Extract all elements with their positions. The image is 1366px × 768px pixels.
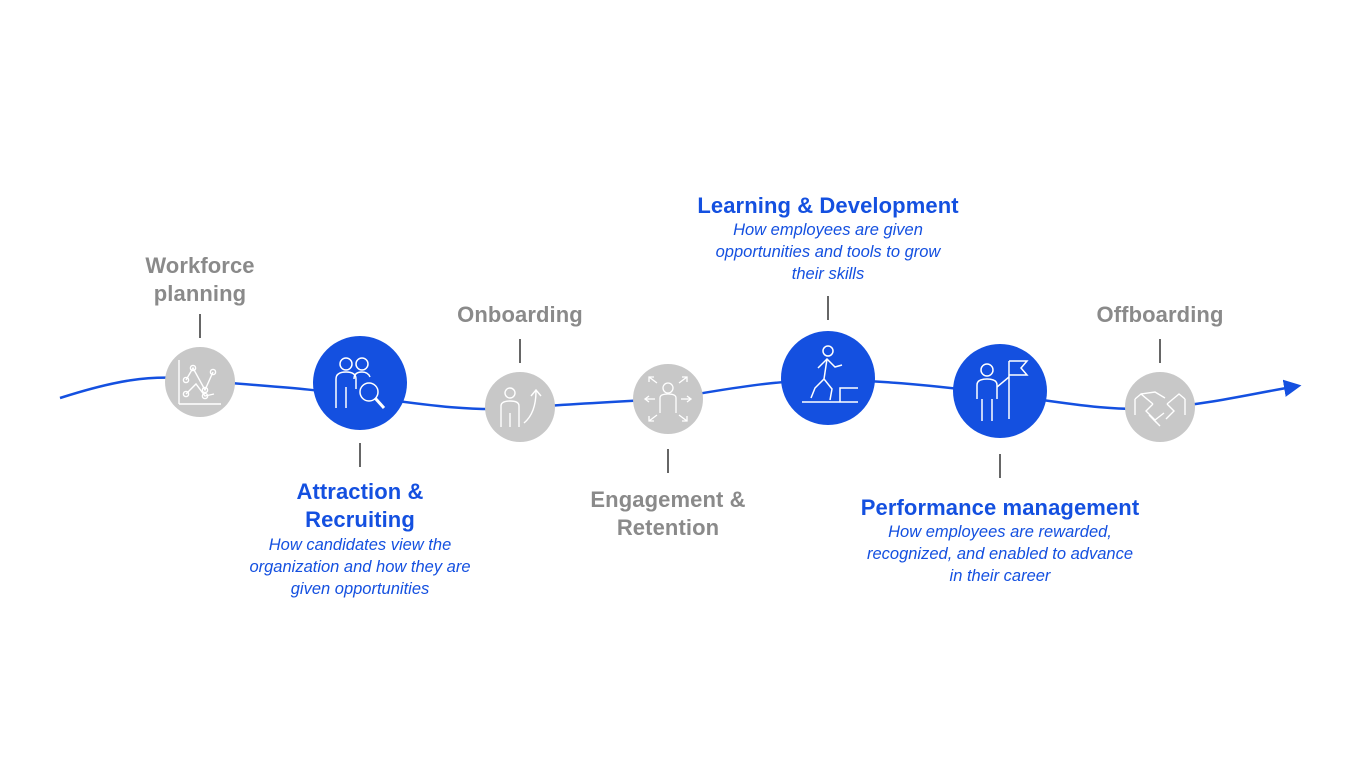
- stage-title-offboarding: Offboarding: [1096, 302, 1224, 327]
- stage-desc-attraction-recruiting: How candidates view the organization and…: [249, 536, 471, 598]
- stage-title-engagement-retention: Engagement & Retention: [590, 487, 746, 540]
- stage-node-attraction-recruiting: [313, 336, 407, 430]
- handshake-icon: [1134, 391, 1186, 427]
- stage-node-workforce-planning: [165, 347, 235, 417]
- stage-title-workforce-planning: Workforce planning: [145, 253, 255, 306]
- person-climbing-stairs-icon: [802, 345, 858, 403]
- stage-node-learning-development: [781, 331, 875, 425]
- stage-title-attraction-recruiting: Attraction & Recruiting: [296, 479, 424, 532]
- person-arrows-out-icon: [643, 376, 693, 422]
- stage-title-learning-development: Learning & Development: [697, 193, 959, 218]
- stage-desc-performance-management: How employees are rewarded, recognized, …: [866, 523, 1134, 585]
- stage-node-engagement-retention: [633, 364, 703, 434]
- person-arrow-up-icon: [500, 387, 542, 427]
- scatter-chart-icon: [178, 360, 221, 405]
- people-search-icon: [335, 357, 386, 410]
- stage-node-offboarding: [1125, 372, 1195, 442]
- stage-node-onboarding: [485, 372, 555, 442]
- person-flag-icon: [976, 360, 1029, 421]
- stage-title-onboarding: Onboarding: [457, 302, 583, 327]
- stage-title-performance-management: Performance management: [860, 495, 1140, 520]
- stage-node-performance-management: [953, 344, 1047, 438]
- stage-desc-learning-development: How employees are given opportunities an…: [715, 221, 941, 283]
